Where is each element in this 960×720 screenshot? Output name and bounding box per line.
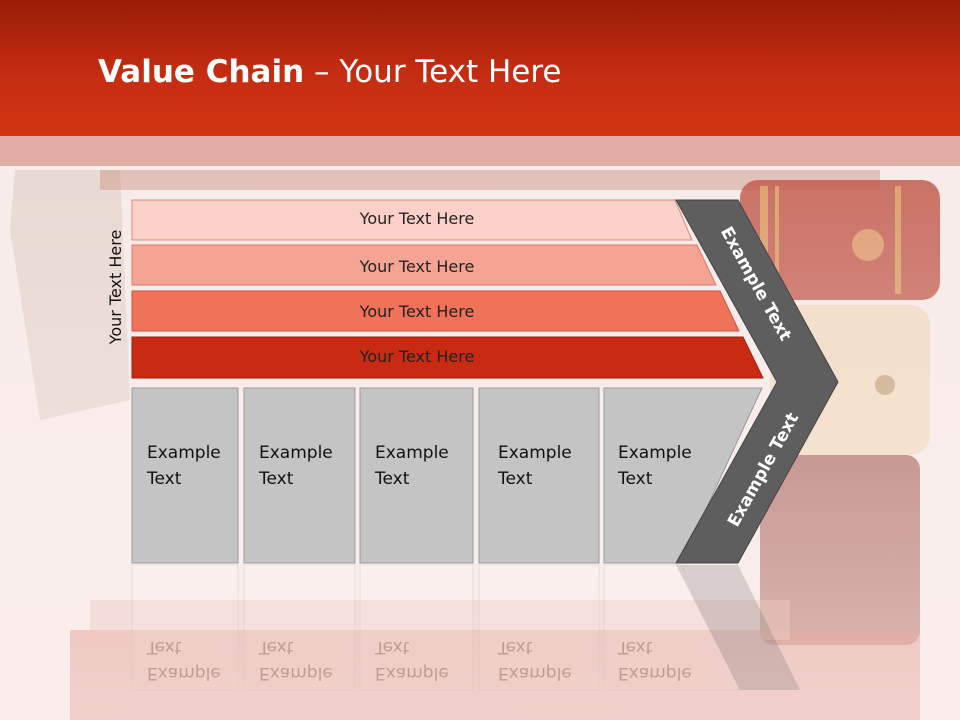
band-4[interactable]	[131, 336, 764, 379]
activity-box-2-label: Example Text	[259, 443, 333, 489]
reflection	[131, 564, 800, 691]
title-bold: Value Chain	[98, 54, 305, 90]
activity-box-3[interactable]	[359, 387, 474, 564]
reflection-label-2: Example Text	[259, 637, 333, 683]
activity-box-4[interactable]	[478, 387, 600, 564]
reflection-label-3: Example Text	[375, 637, 449, 683]
reflection-label-1: Example Text	[147, 637, 221, 683]
activity-box-5-label: Example Text	[618, 443, 692, 489]
band-4-label: Your Text Here	[359, 347, 475, 366]
page-title: Value Chain – Your Text Here	[98, 54, 561, 90]
band-1-label: Your Text Here	[359, 209, 475, 228]
band-3[interactable]	[131, 290, 740, 332]
activity-box-3-label: Example Text	[375, 443, 449, 489]
band-2[interactable]	[131, 244, 717, 286]
activity-box-2[interactable]	[243, 387, 356, 564]
title-bar	[0, 0, 960, 136]
activity-box-1-label: Example Text	[147, 443, 221, 489]
band-3-label: Your Text Here	[359, 302, 475, 321]
title-rest: – Your Text Here	[304, 54, 562, 90]
reflection-label-4: Example Text	[498, 637, 572, 683]
band-2-label: Your Text Here	[359, 257, 475, 276]
reflection-label-5: Example Text	[618, 637, 692, 683]
activity-box-4-label: Example Text	[498, 443, 572, 489]
activity-box-1[interactable]	[131, 387, 239, 564]
side-label: Your Text Here	[106, 229, 125, 345]
title-band	[0, 136, 960, 166]
margin-chevron[interactable]	[675, 199, 839, 564]
band-1[interactable]	[131, 199, 693, 241]
